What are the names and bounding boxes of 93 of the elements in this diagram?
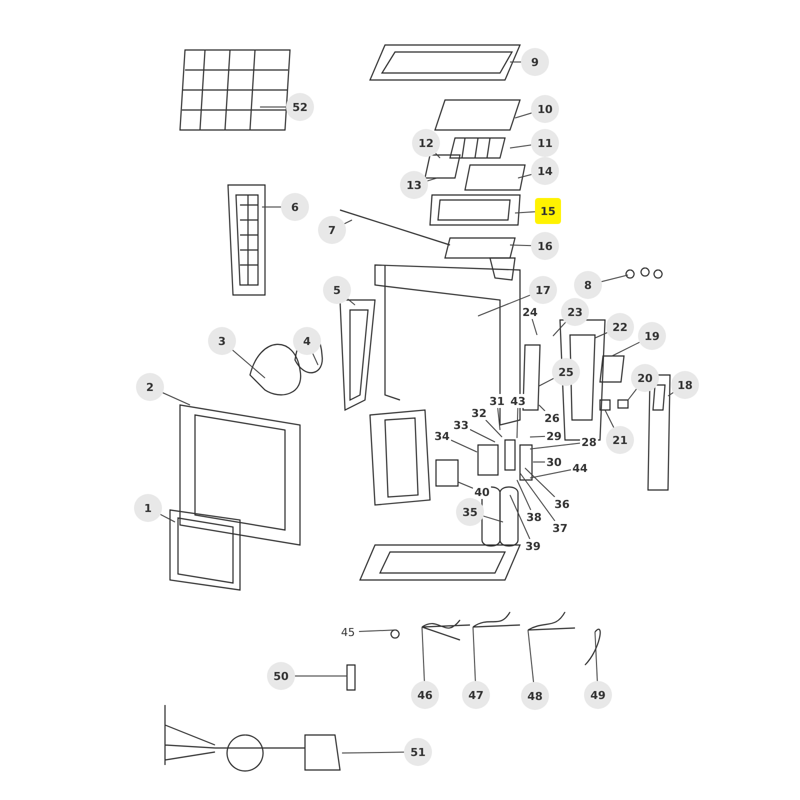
callout-number: 44 xyxy=(571,461,589,475)
callout-number: 37 xyxy=(551,521,569,535)
leader-line xyxy=(458,482,474,489)
leader-line xyxy=(538,404,546,412)
leader-line xyxy=(482,516,504,522)
leader-line xyxy=(552,322,566,336)
callout-number: 20 xyxy=(631,364,659,392)
leader-line xyxy=(604,410,614,428)
leader-line xyxy=(530,442,580,450)
callout-number: 31 xyxy=(488,394,506,408)
callout-number: 23 xyxy=(561,298,589,326)
leader-line xyxy=(628,388,637,400)
leader-line xyxy=(516,480,532,510)
leader-line xyxy=(594,632,598,682)
callout-number: 38 xyxy=(525,510,543,524)
callout-number: 10 xyxy=(531,95,559,123)
callout-number: 36 xyxy=(553,497,571,511)
leader-line xyxy=(528,630,534,683)
leader-line xyxy=(260,106,286,108)
leader-line xyxy=(347,298,356,306)
callout-number: 9 xyxy=(521,48,549,76)
callout-number: 46 xyxy=(411,681,439,709)
callout-number: 51 xyxy=(404,738,432,766)
leader-line xyxy=(510,244,532,246)
leader-line xyxy=(516,408,518,438)
leader-line xyxy=(601,274,628,282)
callout-number: 8 xyxy=(574,271,602,299)
leader-line xyxy=(262,206,282,208)
callout-number: 49 xyxy=(584,681,612,709)
callout-number: 21 xyxy=(606,426,634,454)
leader-line xyxy=(232,350,266,378)
callout-number: 12 xyxy=(412,129,440,157)
callout-number: 34 xyxy=(433,429,451,443)
leader-line xyxy=(422,626,425,682)
callout-number: 7 xyxy=(318,216,346,244)
callout-number: 18 xyxy=(671,371,699,399)
leader-line xyxy=(162,392,190,406)
leader-line xyxy=(342,752,404,754)
leader-line xyxy=(668,392,674,396)
callout-number: 25 xyxy=(552,358,580,386)
leader-line xyxy=(450,440,478,452)
leader-line xyxy=(530,469,572,478)
callout-number: 26 xyxy=(543,411,561,425)
callout-number: 52 xyxy=(286,93,314,121)
callout-number: 29 xyxy=(545,429,563,443)
leader-line xyxy=(435,152,440,158)
callout-number: 24 xyxy=(521,305,539,319)
leader-line xyxy=(160,514,176,522)
callout-number: 35 xyxy=(456,498,484,526)
callout-number: 22 xyxy=(606,313,634,341)
leader-line xyxy=(470,429,496,442)
callout-number: 1 xyxy=(134,494,162,522)
callout-number: 19 xyxy=(638,322,666,350)
callout-number: 39 xyxy=(524,539,542,553)
callout-number: 17 xyxy=(529,276,557,304)
callout-number: 50 xyxy=(267,662,295,690)
callout-number: 43 xyxy=(509,394,527,408)
leader-line xyxy=(472,626,476,682)
callout-number: 40 xyxy=(473,485,491,499)
callout-number: 14 xyxy=(531,157,559,185)
leader-line xyxy=(524,468,556,498)
leader-line xyxy=(514,211,536,214)
leader-line xyxy=(532,318,538,336)
leader-line xyxy=(497,408,500,430)
callout-number: 28 xyxy=(580,435,598,449)
leader-line xyxy=(312,353,318,366)
callout-number: 48 xyxy=(521,682,549,710)
leader-line xyxy=(530,436,546,438)
leader-line xyxy=(520,472,556,522)
callout-number: 32 xyxy=(470,406,488,420)
callout-number: 11 xyxy=(531,129,559,157)
callout-number: 2 xyxy=(136,373,164,401)
leader-line xyxy=(594,332,608,338)
leader-line xyxy=(478,294,530,316)
callout-number: 33 xyxy=(452,418,470,432)
leader-line xyxy=(426,178,438,182)
leader-line xyxy=(510,144,532,148)
leader-line xyxy=(514,112,532,118)
leader-line xyxy=(358,630,396,632)
callout-number: 15 xyxy=(535,198,561,224)
callout-number: 13 xyxy=(400,171,428,199)
callout-number: 16 xyxy=(531,232,559,260)
leader-line xyxy=(538,378,554,386)
callout-number: 47 xyxy=(462,681,490,709)
leader-line xyxy=(612,342,640,356)
callout-number: 3 xyxy=(208,327,236,355)
callout-number: 6 xyxy=(281,193,309,221)
leader-line xyxy=(518,174,532,178)
callout-number: 30 xyxy=(545,455,563,469)
leader-line xyxy=(510,494,530,540)
callout-number: 4 xyxy=(293,327,321,355)
leader-line xyxy=(485,420,502,438)
callout-number: 5 xyxy=(323,276,351,304)
